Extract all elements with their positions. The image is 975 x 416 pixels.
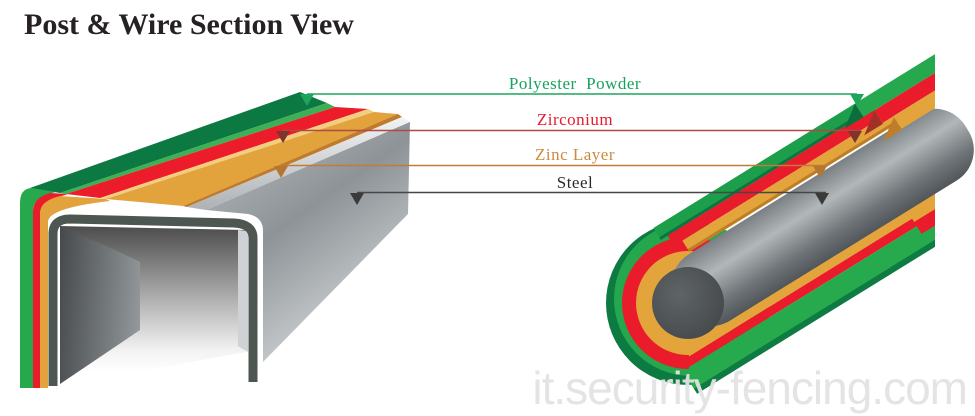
wire-polyester-end-band [855,40,935,118]
wire-zinc-end-band [893,66,935,129]
wire-polyester-lower-band [689,188,935,391]
zinc-layer-arrow-left [274,166,288,178]
post-polyester-top-face [30,92,327,193]
zirconium-arrow-right [848,131,862,143]
wire-upper-coating [653,40,935,252]
wire-polyester-cut-strip [653,103,863,240]
label-steel: Steel [556,173,594,192]
post-steel-section-outline [48,214,258,386]
wire-zinc-cut-strip [682,111,898,252]
post-cross-section [20,92,410,388]
label-polyester-powder: Polyester Powder [508,74,642,93]
post-zinc-front-strip [40,196,110,388]
wire-zinc-lower-end [906,147,935,223]
wire-polyester-bottom-edge [693,206,935,394]
post-steel-face [206,122,410,362]
post-zinc-cut-edge [100,109,374,199]
watermark-text: it.security-fencing.com [532,362,968,414]
post-zinc-band [106,112,398,206]
zinc-layer-arrow-right [813,166,827,178]
wire-zinc-strip-edge [687,120,898,252]
zirconium-arrow-left [276,131,290,143]
callout-lines [274,93,864,205]
post-inner-right-leg [238,230,248,352]
steel-arrow-right [815,193,829,205]
wire-zirconium-step-wedge [864,110,883,136]
wire-zirconium-end-band [874,53,935,123]
wire-polyester-strip-edge [659,112,863,240]
wire-zirconium-cut-strip [667,108,880,246]
post-zinc-dark-edge [183,114,402,207]
polyester-powder-arrow-left [300,94,314,106]
wire-zinc-lower-band [689,172,935,364]
wire-steel-core-end-face [652,267,724,339]
wire-lower-coating [689,147,935,394]
wire-zinc-step-wedge [883,117,902,142]
wire-cross-section [606,40,974,394]
polyester-powder-arrow-right [850,94,864,106]
page-title: Post & Wire Section View [24,8,354,41]
steel-arrow-left [350,193,364,205]
label-zirconium: Zirconium [536,110,614,129]
post-polyester-front-strip [20,188,56,388]
label-zinc-layer: Zinc Layer [534,145,616,164]
wire-steel-core [671,108,974,327]
wire-polyester-step-wedge [844,103,864,129]
post-inner-left-leg [60,228,140,384]
post-steel-top-edge [187,117,410,210]
post-polyester-cut-edge [60,103,335,194]
wire-zirconium-lower-band [689,180,935,371]
